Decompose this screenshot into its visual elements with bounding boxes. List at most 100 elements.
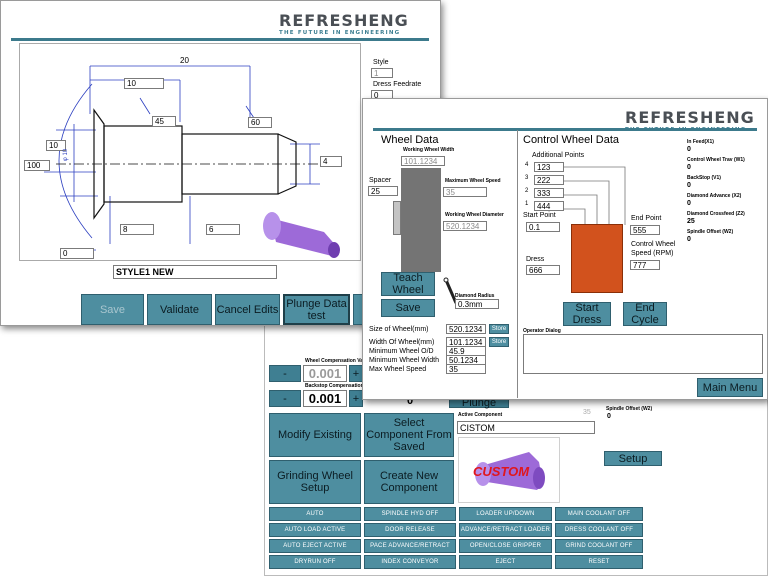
min-od-label: Minimum Wheel O/D — [369, 348, 434, 355]
dress-field[interactable]: 666 — [526, 265, 560, 275]
control-grid-button[interactable]: DRYRUN OFF — [269, 555, 361, 569]
end-point-field[interactable]: 555 — [630, 225, 660, 235]
header-rule — [11, 38, 429, 41]
axis-status-label: Diamond Advance (X2) — [687, 193, 742, 199]
validate-button[interactable]: Validate — [147, 294, 212, 325]
operator-dialog-label: Operator Dialog — [523, 328, 561, 334]
operator-dialog-box[interactable] — [523, 334, 763, 374]
start-point-label: Start Point — [523, 212, 556, 219]
min-width-label: Minimum Wheel Width — [369, 357, 440, 364]
control-grid-button[interactable]: DRESS COOLANT OFF — [555, 523, 643, 537]
dim-6-field[interactable]: 6 — [206, 224, 240, 235]
dress-block — [571, 224, 623, 293]
dim-10-field[interactable]: 10 — [124, 78, 164, 89]
control-grid-button[interactable]: SPINDLE HYD OFF — [364, 507, 456, 521]
part-3d-preview — [263, 212, 340, 258]
axis-status-value: 25 — [687, 218, 695, 225]
select-component-button[interactable]: Select Component From Saved — [364, 413, 454, 457]
store-width-button[interactable]: Store — [489, 337, 509, 347]
zero-field[interactable]: 0 — [60, 248, 94, 259]
control-grid-button[interactable]: DOOR RELEASE — [364, 523, 456, 537]
dim-4-field[interactable]: 4 — [320, 156, 342, 167]
modify-existing-button[interactable]: Modify Existing — [269, 413, 361, 457]
start-point-field[interactable]: 0.1 — [526, 222, 560, 232]
start-dress-button[interactable]: Start Dress — [563, 302, 611, 326]
technical-drawing: 20 10 45 60 10 100 φ 10 8 6 4 0 — [19, 43, 361, 261]
store-size-button[interactable]: Store — [489, 324, 509, 334]
control-grid-button[interactable]: AUTO LOAD ACTIVE — [269, 523, 361, 537]
backstop-comp-value: 0.001 — [303, 390, 347, 407]
control-speed-field[interactable]: 777 — [630, 260, 660, 270]
zero-readout: 0 — [407, 395, 414, 407]
dim-100-field[interactable]: 100 — [24, 160, 50, 171]
control-grid-button[interactable]: RESET — [555, 555, 643, 569]
point-index: 2 — [525, 188, 529, 194]
end-point-label: End Point — [631, 215, 662, 222]
diamond-radius-field[interactable]: 0.3mm — [455, 299, 499, 309]
wheel-comp-plus-button[interactable]: + — [349, 365, 363, 382]
control-grid-button[interactable]: OPEN/CLOSE GRIPPER — [459, 539, 552, 553]
control-grid-button[interactable]: AUTO — [269, 507, 361, 521]
control-grid-button[interactable]: AUTO EJECT ACTIVE — [269, 539, 361, 553]
grinding-wheel-setup-button[interactable]: Grinding Wheel Setup — [269, 460, 361, 504]
control-grid-button[interactable]: MAIN COOLANT OFF — [555, 507, 643, 521]
control-grid-button[interactable]: LOADER UP/DOWN — [459, 507, 552, 521]
max-speed-field[interactable]: 35 — [443, 187, 487, 197]
point-field[interactable]: 333 — [534, 188, 564, 198]
dress-feedrate-label: Dress Feedrate — [373, 81, 422, 88]
dim-45-field[interactable]: 45 — [152, 116, 176, 127]
spacer-field[interactable]: 25 — [368, 186, 398, 196]
axis-status-label: Spindle Offset (W2) — [687, 229, 734, 235]
axis-status-value: 0 — [687, 146, 691, 153]
header-rule-2 — [373, 128, 757, 131]
control-grid-button[interactable]: EJECT — [459, 555, 552, 569]
axis-status-value: 0 — [687, 236, 691, 243]
max-speed2-field[interactable]: 35 — [446, 364, 486, 374]
style-name-field[interactable]: STYLE1 NEW — [113, 265, 277, 279]
axis-status-label: Diamond Crossfeed (Z2) — [687, 211, 745, 217]
cancel-edits-button[interactable]: Cancel Edits — [215, 294, 280, 325]
dim-10-left-field[interactable]: 10 — [46, 140, 66, 151]
width-label: Width Of Wheel(mm) — [369, 339, 435, 346]
plunge-data-test-button[interactable]: Plunge Data test — [283, 294, 350, 325]
dim-8-field[interactable]: 8 — [120, 224, 154, 235]
axis-status-label: BackStop (V1) — [687, 175, 721, 181]
setup-button[interactable]: Setup — [604, 451, 662, 466]
size-field[interactable]: 520.1234 — [446, 324, 486, 334]
spindle-offset-label: Spindle Offset (W2) — [606, 406, 653, 412]
control-wheel-diagram — [563, 166, 626, 225]
active-component-label: Active Component — [458, 412, 503, 418]
control-grid-button[interactable]: ADVANCE/RETRACT LOADER — [459, 523, 552, 537]
control-grid-button[interactable]: PACE ADVANCE/RETRACT — [364, 539, 456, 553]
main-menu-button[interactable]: Main Menu — [697, 378, 763, 397]
spindle-offset-value: 0 — [607, 413, 611, 420]
point-field[interactable]: 123 — [534, 162, 564, 172]
style-label: Style — [373, 59, 389, 66]
control-speed-label: Control Wheel Speed (RPM) — [631, 241, 676, 257]
dress-label: Dress — [526, 256, 545, 263]
save-button[interactable]: Save — [81, 294, 144, 325]
wheel-save-button[interactable]: Save — [381, 299, 435, 317]
control-grid-button[interactable]: INDEX CONVEYOR — [364, 555, 456, 569]
style-field[interactable]: 1 — [371, 68, 393, 78]
dim-60-field[interactable]: 60 — [248, 117, 272, 128]
control-grid-button[interactable]: GRIND COOLANT OFF — [555, 539, 643, 553]
working-width-field[interactable]: 101.1234 — [401, 156, 445, 166]
wheel-data-window: REFRESHENG THE FUTURE IN ENGINEERING Whe… — [362, 98, 768, 400]
backstop-minus-button[interactable]: - — [269, 390, 301, 407]
teach-wheel-button[interactable]: Teach Wheel — [381, 272, 435, 296]
custom-overlay-text: CUSTOM — [473, 464, 530, 479]
point-field[interactable]: 444 — [534, 201, 564, 211]
backstop-plus-button[interactable]: + — [349, 390, 363, 407]
axis-status-value: 0 — [687, 200, 691, 207]
end-cycle-button[interactable]: End Cycle — [623, 302, 667, 326]
dim-phi: φ 10 — [63, 148, 70, 162]
active-component-field[interactable]: CISTOM — [457, 421, 595, 434]
point-field[interactable]: 222 — [534, 175, 564, 185]
create-new-component-button[interactable]: Create New Component — [364, 460, 454, 504]
brand-logo: REFRESHENG THE FUTURE IN ENGINEERING — [279, 11, 409, 36]
wheel-comp-minus-button[interactable]: - — [269, 365, 301, 382]
wheel-data-title: Wheel Data — [381, 134, 439, 146]
working-diameter-field[interactable]: 520.1234 — [443, 221, 487, 231]
